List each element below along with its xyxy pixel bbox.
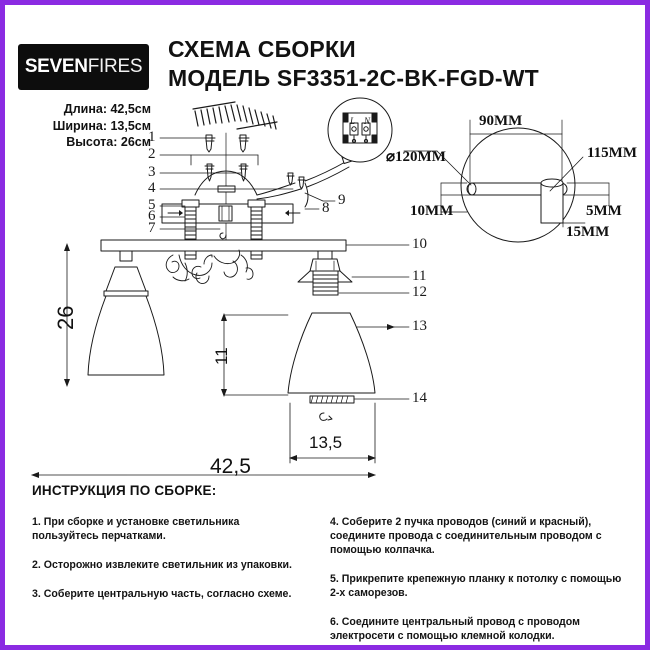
technical-drawing: [31, 97, 610, 478]
spec-length: Длина: 42,5см: [63, 102, 151, 116]
instruction-item-5: 5. Прикрепите крепежную планку к потолку…: [330, 573, 622, 599]
wire-c: [304, 160, 348, 182]
callout-8: 8: [322, 200, 330, 216]
title-line-scheme: СХЕМА СБОРКИ: [168, 36, 356, 62]
callout-9: 9: [338, 192, 346, 208]
page-title: СХЕМА СБОРКИ МОДЕЛЬ SF3351-2C-BK-FGD-WT: [168, 35, 539, 93]
brand-logo: SEVENFIRES: [18, 44, 149, 90]
ceiling-plate-detail: [403, 119, 610, 243]
callout-11: 11: [412, 268, 427, 284]
dim-label-115mm: 115MM: [587, 145, 637, 161]
dim-shade-11: [221, 313, 289, 397]
leader-9a: [304, 192, 324, 202]
brand-logo-light: FIRES: [87, 56, 143, 77]
callout-7: 7: [148, 220, 156, 236]
dim-length-425: [31, 472, 376, 478]
terminal-block-detail: [342, 112, 378, 144]
ceiling-hatch: [192, 101, 278, 130]
dim-label-90mm: 90MM: [479, 113, 523, 129]
lamp-left: [87, 250, 165, 376]
dim-width-135: [289, 402, 376, 464]
bulb-threads: [312, 270, 339, 296]
screw-right: [238, 163, 249, 182]
callout-2: 2: [148, 146, 156, 162]
shade-ring: [309, 395, 355, 404]
callout-5: 5: [148, 197, 156, 213]
terminal-live-label: L: [350, 116, 356, 126]
callout-14: 14: [412, 390, 427, 406]
wire-b: [256, 188, 302, 200]
instruction-item-4: 4. Соберите 2 пучка проводов (синий и кр…: [330, 516, 602, 556]
lamp-right-socket: [309, 250, 341, 272]
dim-height-26: [64, 243, 70, 387]
wire-loop-8: [304, 182, 309, 208]
callout-leaders-right: [338, 244, 410, 400]
main-bar: [100, 239, 347, 252]
dim-label-10mm: 10MM: [410, 203, 454, 219]
spec-height: Высота: 26см: [66, 135, 151, 149]
dim-label-5mm: 5MM: [586, 203, 622, 219]
brand-logo-text: SEVENFIRES: [24, 56, 143, 78]
dim-label-11: 11: [212, 347, 231, 365]
callout-12: 12: [412, 284, 427, 300]
anchor-right: [238, 134, 250, 153]
instruction-item-2: 2. Осторожно извлеките светильник из упа…: [32, 559, 292, 571]
scroll-ornament: [165, 249, 254, 284]
callout-4: 4: [148, 180, 156, 196]
instruction-item-6: 6. Соедините центральный провод с провод…: [330, 616, 580, 642]
wire-cap-right: [297, 176, 306, 190]
instruction-item-3: 3. Соберите центральную часть, согласно …: [32, 588, 292, 600]
callout-3: 3: [148, 164, 156, 180]
instructions-right-column: 4. Соберите 2 пучка проводов (синий и кр…: [330, 515, 630, 658]
dim-label-diameter: ⌀120MM: [386, 149, 446, 165]
ring-twist-arrow: [319, 412, 328, 421]
callout-13: 13: [412, 318, 427, 334]
instructions-heading: ИНСТРУКЦИЯ ПО СБОРКЕ:: [32, 483, 217, 498]
anchor-left: [204, 134, 216, 153]
page-inner: SEVENFIRES Длина: 42,5см Ширина: 13,5см …: [5, 5, 645, 645]
plate-arrows: [167, 210, 301, 216]
nut-loop: [219, 232, 227, 240]
brand-logo-bold: SEVEN: [24, 56, 88, 77]
spec-width: Ширина: 13,5см: [52, 118, 151, 133]
callout-leaders-left: [159, 137, 294, 230]
dim-label-26: 26: [53, 305, 78, 330]
callout-10: 10: [412, 236, 427, 252]
dim-label-135: 13,5: [309, 433, 343, 452]
ring-twist-head: [327, 415, 333, 421]
wire-cap-left: [286, 172, 295, 186]
mount-bracket: [194, 170, 258, 196]
instruction-item-1: 1. При сборке и установке светильника по…: [32, 516, 240, 542]
terminal-neutral-label: N: [364, 116, 371, 126]
instructions-left-column: 1. При сборке и установке светильника по…: [32, 515, 297, 616]
callout-1: 1: [148, 129, 156, 145]
product-specs: Длина: 42,5см Ширина: 13,5см Высота: 26с…: [15, 101, 151, 151]
dim-label-425: 42,5: [210, 455, 251, 478]
wire-d: [306, 166, 350, 188]
plate-center-hole: [218, 205, 233, 222]
callout-6: 6: [148, 208, 156, 224]
title-line-model: МОДЕЛЬ SF3351-2C-BK-FGD-WT: [168, 65, 539, 91]
dim-label-15mm: 15MM: [566, 224, 610, 240]
lamp-shade-right: [287, 312, 376, 394]
